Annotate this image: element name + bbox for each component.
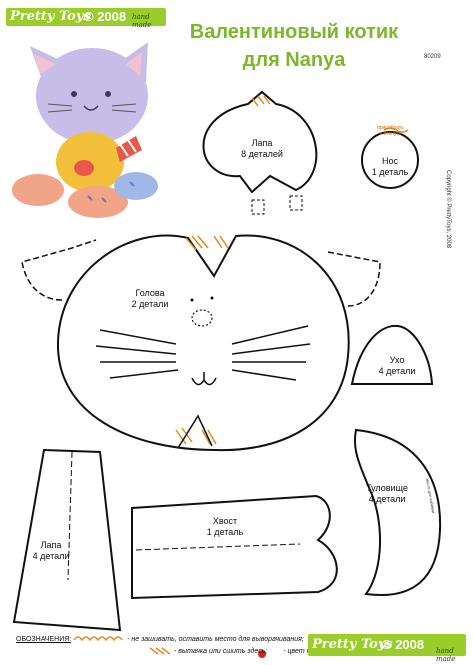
tail-count: 1 деталь xyxy=(206,527,244,537)
cat-paw-left xyxy=(12,174,64,206)
paw-bottom-piece xyxy=(12,448,122,632)
tail-piece xyxy=(131,494,338,600)
body-name: Туловище xyxy=(366,483,408,493)
legend-heading: ОБОЗНАЧЕНИЯ: xyxy=(16,636,72,643)
paw-bottom-count: 4 детали xyxy=(32,551,70,561)
ear-name: Ухо xyxy=(389,355,405,365)
paw-bottom-name: Лапа xyxy=(40,540,62,550)
legend-unsewn-symbol xyxy=(73,636,123,642)
head-ear-right xyxy=(327,251,381,307)
head-tack-top xyxy=(185,235,229,251)
ear-piece xyxy=(350,324,434,385)
cat-tail-shape xyxy=(116,136,142,162)
page-title: Валентиновый котик для Nanya xyxy=(168,18,420,74)
face-mouth xyxy=(191,372,217,386)
cat-paw-right xyxy=(114,172,158,200)
head-dart-bottom xyxy=(177,414,213,449)
head-count: 2 детали xyxy=(131,299,169,309)
head-piece xyxy=(56,234,350,452)
paw-bottom-dash xyxy=(67,451,73,581)
legend-color-dot xyxy=(258,650,266,658)
head-name: Голова xyxy=(135,288,165,298)
legend-dart-symbol xyxy=(149,647,171,655)
article-number: 80209 xyxy=(424,54,441,60)
nose-count: 1 деталь xyxy=(371,167,409,177)
brand-year-bottom: © 2008 xyxy=(382,637,425,652)
legend-item-unsewn: - не зашивать, оставить место для вывора… xyxy=(127,636,304,643)
brand-handmade-bottom: hand made xyxy=(436,647,456,663)
head-ear-left xyxy=(21,239,97,301)
brand-logo-text: Pretty Toys xyxy=(10,9,91,24)
paw-top-tab-right xyxy=(289,195,303,211)
legend: ОБОЗНАЧЕНИЯ: - не зашивать, оставить мес… xyxy=(16,634,346,658)
paw-bottom-label: Лапа 4 детали xyxy=(16,540,86,562)
brand-year: © 2008 xyxy=(84,9,127,24)
paw-top-count: 8 деталей xyxy=(241,149,283,159)
face-whiskers-right xyxy=(231,325,311,381)
nose-piece xyxy=(361,131,419,189)
nose-gather-mark xyxy=(383,127,409,133)
legend-item-dart: - вытачка или сшить здесь; xyxy=(174,648,268,655)
brand-handmade: hand made xyxy=(132,13,152,29)
tail-dash xyxy=(135,543,301,551)
paw-top-label: Лапа 8 деталей xyxy=(232,138,292,160)
brand-logo-bottom: Pretty Toys © 2008 hand made xyxy=(308,634,466,663)
head-label: Голова 2 детали xyxy=(112,288,188,310)
cat-paw-center xyxy=(68,186,128,218)
paw-top-tack xyxy=(251,95,271,107)
nose-name: Нос xyxy=(381,156,398,166)
ear-label: Ухо 4 детали xyxy=(362,355,432,377)
nose-label: Нос 1 деталь xyxy=(360,156,420,178)
tail-name: Хвост xyxy=(212,516,238,526)
toy-cat-photo xyxy=(12,42,158,218)
title-line-1: Валентиновый котик xyxy=(189,21,399,43)
paw-top-piece xyxy=(202,90,318,194)
brand-logo-top: Pretty Toys © 2008 hand made xyxy=(6,8,166,29)
body-piece xyxy=(354,428,442,596)
body-count: 4 детали xyxy=(368,494,406,504)
face-whiskers-left xyxy=(95,329,179,379)
face-nose-mark xyxy=(191,309,213,327)
paw-top-tab-left xyxy=(251,199,265,215)
brand-logo-text-bottom: Pretty Toys xyxy=(312,637,393,652)
tail-label: Хвост 1 деталь xyxy=(190,516,260,538)
paw-top-name: Лапа xyxy=(251,138,273,148)
body-label: Туловище 4 детали xyxy=(352,483,422,505)
ear-count: 4 детали xyxy=(378,366,416,376)
nose-note: присобрать и стянуть xyxy=(377,125,404,137)
cat-head-shape xyxy=(36,48,148,144)
title-line-2: для Nanya xyxy=(242,49,346,71)
